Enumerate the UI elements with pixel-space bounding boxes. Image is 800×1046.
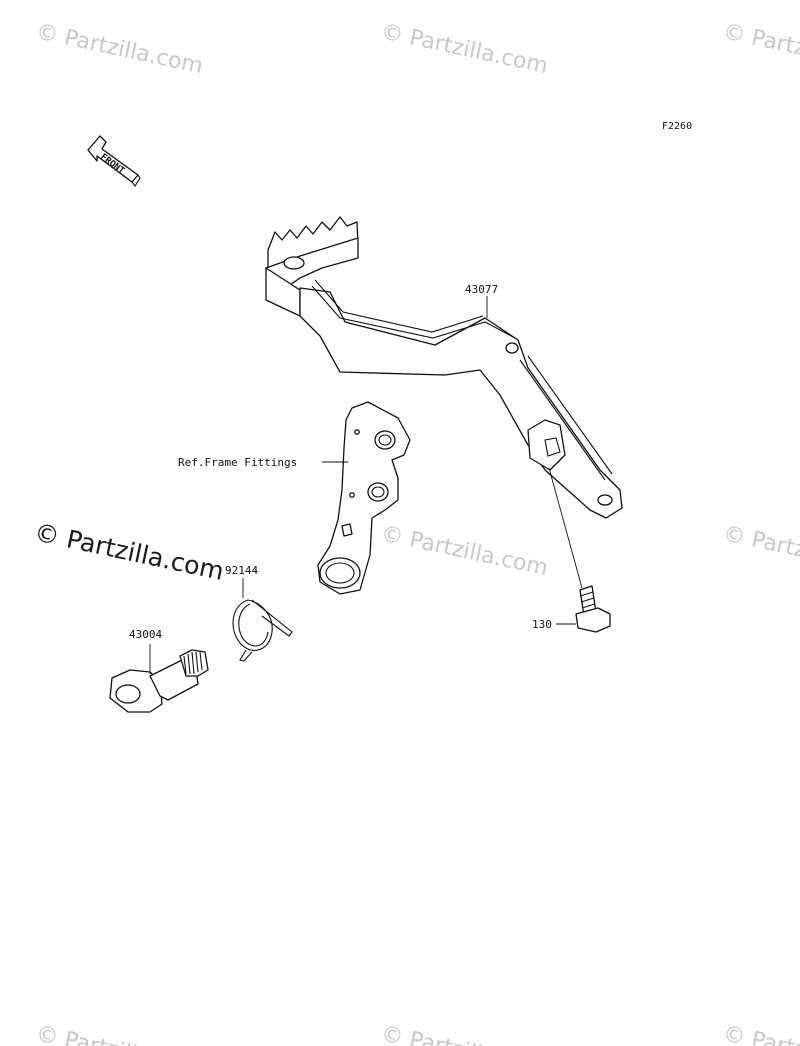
watermark-top-right: © Partzilla.com: [721, 19, 800, 79]
watermark-top-center: © Partzilla.com: [379, 19, 550, 79]
watermark-bottom-center: © Partzilla.com: [379, 1021, 550, 1046]
watermark-top-left: © Partzilla.com: [34, 19, 205, 79]
callout-shaft-43004: 43004: [129, 628, 162, 641]
callout-spring-92144: 92144: [225, 564, 258, 577]
figure-code: F2260: [662, 121, 692, 132]
bolt-part: [575, 585, 611, 633]
watermark-mid-center: © Partzilla.com: [379, 521, 550, 581]
callout-pedal-43077: 43077: [465, 283, 498, 296]
front-arrow-icon: FRONT: [87, 135, 141, 187]
leader-lines: [149, 296, 583, 674]
watermark-bottom-left: © Partzilla.com: [34, 1021, 205, 1046]
spring-part: [232, 599, 293, 662]
callout-bolt-130: 130: [532, 618, 552, 631]
watermark-bottom-right: © Partzilla.com: [721, 1021, 800, 1046]
watermark-mid-right: © Partzilla.com: [721, 521, 800, 581]
shaft-part: [109, 649, 209, 713]
watermark-main: © Partzilla.com: [32, 518, 227, 586]
frame-fitting-part: [317, 401, 411, 595]
callout-frame-fittings: Ref.Frame Fittings: [178, 456, 297, 469]
brake-pedal-part: [265, 216, 623, 519]
watermark-group: © Partzilla.com © Partzilla.com © Partzi…: [32, 19, 800, 1046]
